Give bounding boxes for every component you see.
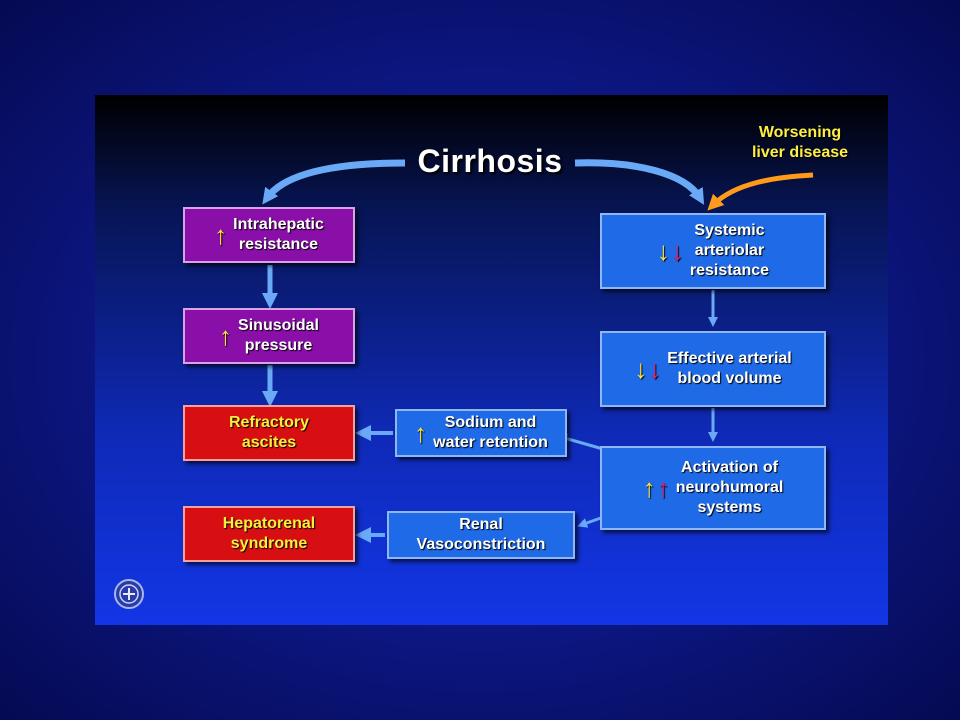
sinusoidal-pressure-label: Sinusoidal pressure: [238, 317, 319, 354]
increase-icons: ↑↑: [642, 473, 670, 503]
sodium-water-retention-label: Sodium and water retention: [433, 414, 548, 451]
intrahepatic-resistance-box: ↑ Intrahepatic resistance: [183, 207, 355, 263]
worsening-liver-disease-label: Worsening liver disease: [751, 124, 849, 161]
activation-neurohumoral-systems-box: ↑↑ Activation of neurohumoral systems: [600, 446, 826, 530]
renal-vasoconstriction-label: Renal Vasoconstriction: [416, 516, 546, 553]
systemic-arteriolar-resistance-box: ↓↓ Systemic arteriolar resistance: [600, 213, 826, 289]
flow-arrows: [262, 159, 814, 543]
hepatorenal-syndrome-box: Hepatorenal syndrome: [183, 506, 355, 562]
effective-arterial-blood-volume-label: Effective arterial blood volume: [667, 350, 792, 387]
increase-icon: ↑: [219, 321, 233, 351]
seal-logo-icon: [114, 579, 144, 609]
renal-vasoconstriction-box: Renal Vasoconstriction: [387, 511, 575, 559]
arrow-cirrhosis-to-systemic: [574, 159, 705, 205]
sinusoidal-pressure-box: ↑ Sinusoidal pressure: [183, 308, 355, 364]
arrow-worsening-to-systemic: [707, 172, 814, 211]
diagram-title: Cirrhosis: [417, 143, 563, 179]
decrease-icons: ↓↓: [656, 236, 684, 266]
decrease-icons: ↓↓: [634, 354, 662, 384]
activation-neurohumoral-systems-label: Activation of neurohumoral systems: [675, 459, 784, 516]
sodium-water-retention-box: ↑ Sodium and water retention: [395, 409, 567, 457]
effective-arterial-blood-volume-box: ↓↓ Effective arterial blood volume: [600, 331, 826, 407]
hepatorenal-syndrome-label: Hepatorenal syndrome: [222, 515, 316, 552]
arrow-cirrhosis-to-intrahepatic: [262, 159, 406, 205]
refractory-ascites-label: Refractory ascites: [228, 414, 310, 451]
increase-icon: ↑: [414, 418, 428, 448]
intrahepatic-resistance-label: Intrahepatic resistance: [233, 216, 324, 253]
slide: Cirrhosis Worsening liver disease ↑ Intr…: [95, 95, 888, 625]
systemic-arteriolar-resistance-label: Systemic arteriolar resistance: [689, 222, 770, 279]
increase-icon: ↑: [214, 220, 228, 250]
refractory-ascites-box: Refractory ascites: [183, 405, 355, 461]
